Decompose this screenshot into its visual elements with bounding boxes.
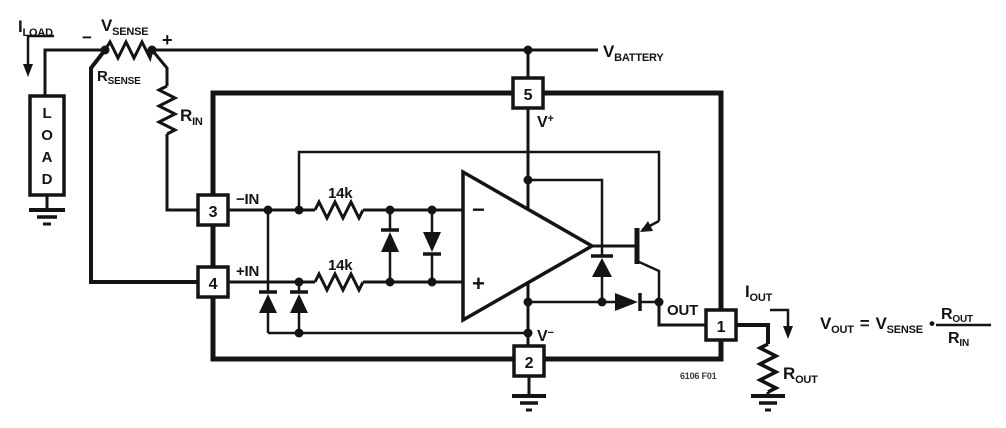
diode-clamp-down [423,210,441,282]
r-14k-bottom-label: 14k [328,257,353,274]
wire-load-to-rsense [43,48,105,96]
wire-out-to-pin1 [657,302,707,327]
transistor-collector [636,259,661,302]
wire-feedback-to-emitter [297,150,661,221]
formula-main: VOUT=VSENSE• [820,314,935,336]
wire-pin1-to-rout [736,323,770,344]
ic-pins: 5 3 4 2 1 [196,76,738,378]
i-out-label: IOUT [745,282,773,304]
opamp-plus-sign: + [472,271,485,296]
i-out-arrow-shaft [770,308,790,328]
opamp-minus-sign: − [472,197,485,222]
resistor-14k-top [313,198,365,222]
r-14k-top-label: 14k [328,185,353,202]
pin-number-1: 1 [717,319,726,336]
formula-numerator: ROUT [941,306,973,325]
resistor-rout [756,342,780,394]
v-minus-label: V− [537,327,554,345]
i-load-label: ILOAD [18,17,53,39]
pin-box-4 [196,265,230,299]
v-sense-label: VSENSE [101,16,148,38]
load-letter: L [43,105,52,122]
opamp-triangle [461,168,596,324]
wire-vplus-clamp-branch [528,178,604,256]
ground-symbol-rout [751,394,785,412]
ground-symbol-pin2 [512,376,546,412]
load-letter: O [41,127,53,144]
r-out-label: ROUT [783,364,818,386]
out-label: OUT [667,302,698,319]
v-plus-label: V+ [537,113,554,131]
junction-dots [100,45,664,338]
formula-denominator: RIN [948,330,969,349]
pin-box-5 [511,76,545,110]
resistor-rsense [103,38,154,63]
pin-box-3 [196,193,230,227]
vsense-plus-sign: + [162,30,172,50]
pin-number-4: 4 [209,276,218,293]
internal-wires [228,108,707,346]
i-out-arrow [770,308,793,339]
i-out-arrowhead [783,326,793,339]
diode-pos-in-to-vminus [290,282,308,333]
i-load-arrow-shaft [26,34,54,66]
transistor-emitter-arrow [640,221,653,232]
wire-sense-plus-to-rin [150,49,169,86]
pin-number-5: 5 [524,87,533,104]
ground-symbol-load [29,208,65,226]
load-letter: A [42,149,53,166]
r-in-label: RIN [180,106,203,128]
pin-number-3: 3 [209,204,218,221]
load-block: L O A D [28,94,66,226]
figure-code: 6106 F01 [680,371,717,381]
wire-sense-minus-to-pin4 [89,48,199,284]
load-letter: D [42,171,53,188]
resistor-14k-bottom [313,270,365,294]
pos-in-label: +IN [236,263,259,280]
i-load-arrow [23,34,54,77]
wire-rin-to-pin3 [165,134,199,212]
diode-clamp-up [381,210,399,282]
vsense-minus-sign: − [82,28,92,47]
output-network [736,308,793,412]
opamp: − + [461,168,596,324]
diode-rail-to-vplus [591,254,613,302]
resistor-rin [155,84,179,136]
pin-number-2: 2 [525,355,534,372]
diode-rail-to-out [615,293,642,311]
i-load-arrowhead [23,64,33,77]
diode-neg-in-to-vminus [259,210,277,333]
neg-in-label: −IN [236,191,259,208]
pnp-transistor [634,219,661,302]
transfer-function: VOUT=VSENSE• ROUT RIN [820,306,991,349]
labels: ILOAD − VSENSE + RSENSE RIN VBATTERY V+ … [18,16,818,386]
r-sense-label: RSENSE [97,68,141,87]
v-battery-label: VBATTERY [603,42,664,64]
